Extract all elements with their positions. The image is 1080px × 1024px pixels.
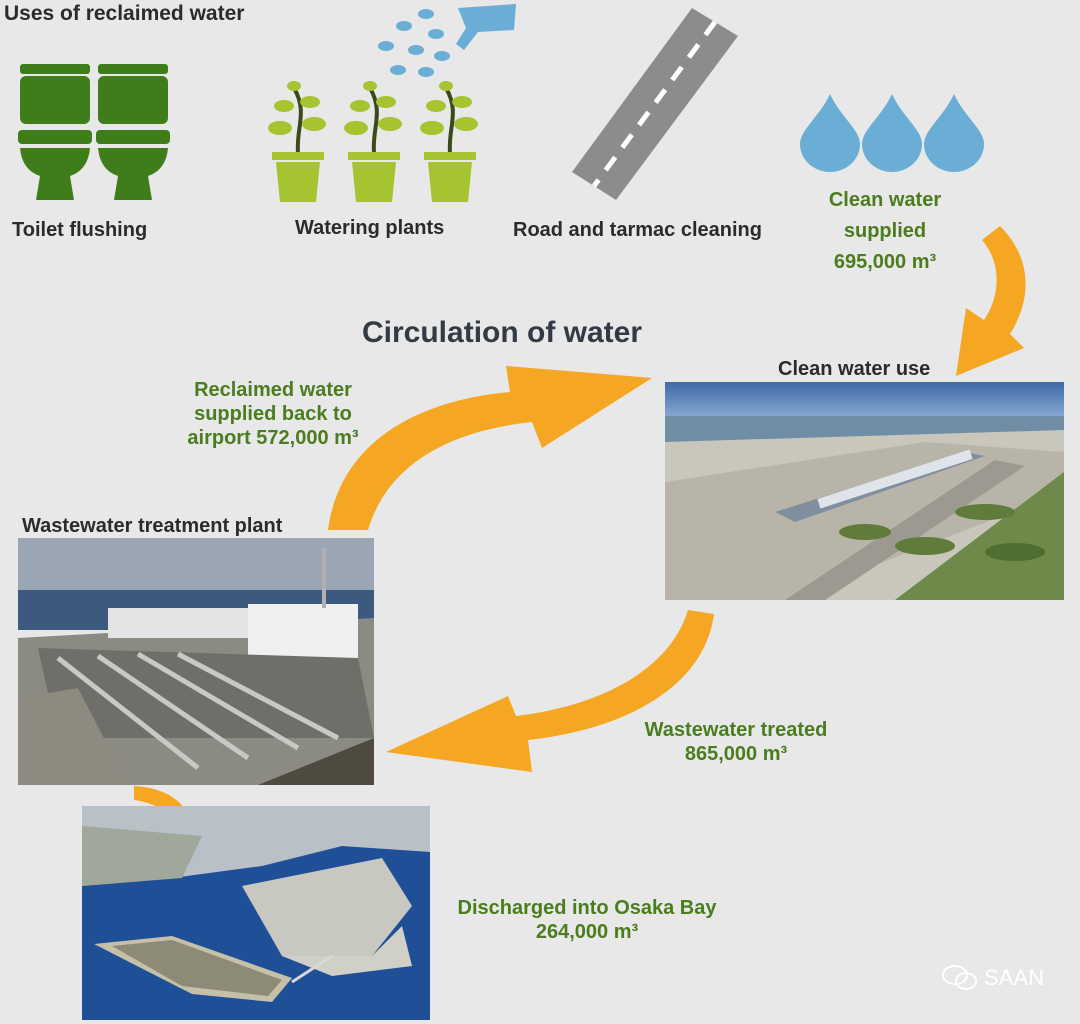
discharged-label: Discharged into Osaka Bay 264,000 m³ [432,896,742,944]
plants-label: Watering plants [295,217,445,239]
arrow-supply [956,226,1026,376]
clean-water-line2: supplied [843,220,927,242]
watermark-text: SAAN [984,965,1044,990]
potted-plant-icon [268,4,516,202]
clean-water-supplied-label: Clean water supplied 695,000 m³ [810,188,960,274]
reclaimed-line3: airport 572,000 m³ [187,427,359,449]
discharged-line2: 264,000 m³ [535,921,639,943]
clean-use-label: Clean water use [778,358,931,380]
toilet-icon [18,64,170,200]
osaka-bay-photo [82,806,430,1020]
uses-title: Uses of reclaimed water [4,2,245,25]
discharged-line1: Discharged into Osaka Bay [457,897,717,919]
treated-line2: 865,000 m³ [684,743,788,765]
treated-label: Wastewater treated 865,000 m³ [616,718,856,766]
plant-label: Wastewater treatment plant [22,515,283,537]
reclaimed-line1: Reclaimed water [194,379,352,401]
treated-line1: Wastewater treated [644,719,828,741]
watermark: SAAN [942,964,1044,992]
airport-photo [665,382,1064,600]
circulation-title: Circulation of water [362,316,643,349]
chat-bubble-icon [942,965,978,990]
clean-water-amount: 695,000 m³ [833,251,937,273]
clean-water-line1: Clean water [828,189,942,211]
reclaimed-label: Reclaimed water supplied back to airport… [158,378,388,450]
road-label: Road and tarmac cleaning [513,219,762,241]
toilet-label: Toilet flushing [12,219,148,241]
arrow-treated [386,610,714,772]
arrow-reclaimed [328,366,652,530]
water-drop-icon [800,94,984,172]
plant-photo [18,538,374,785]
watering-can-icon [456,4,516,50]
reclaimed-line2: supplied back to [194,403,352,425]
road-icon [572,8,738,200]
